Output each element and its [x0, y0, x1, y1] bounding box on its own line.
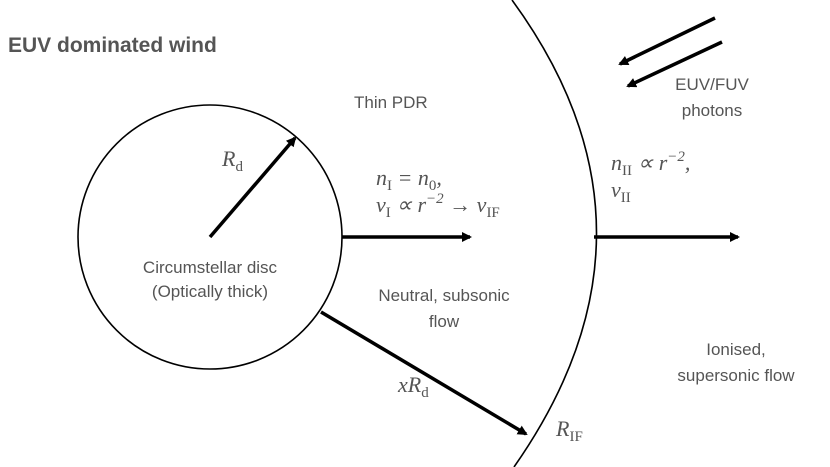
neutral-flow-label-line1: Neutral, subsonic — [378, 286, 510, 305]
diagram-title: EUV dominated wind — [8, 34, 217, 57]
photon-arrow-upper — [618, 16, 716, 66]
ionised-velocity-label: vII — [611, 177, 631, 206]
neutral-flow-label-line2: flow — [429, 312, 460, 331]
photons-label-line1: EUV/FUV — [675, 75, 749, 94]
disc-radius-label: Rd — [221, 146, 243, 175]
ionised-density-relation: nII ∝ r−2, — [611, 149, 690, 179]
ionisation-front-arc — [511, 0, 598, 467]
ionisation-front-radius-label: RIF — [555, 416, 583, 445]
front-radius-arrow — [320, 310, 528, 436]
neutral-density-relation: nI = n0, — [376, 165, 442, 194]
disc-label-line1: Circumstellar disc — [143, 258, 278, 277]
disc-label-line2: (Optically thick) — [152, 282, 268, 301]
front-radius-factor-label: xRd — [397, 372, 429, 401]
ionised-flow-label-line2: supersonic flow — [677, 366, 795, 385]
disc-radius-arrow — [208, 136, 297, 239]
ionised-flow-label-line1: Ionised, — [706, 340, 766, 359]
thin-pdr-label: Thin PDR — [354, 93, 428, 112]
photon-arrow-lower — [626, 40, 723, 88]
neutral-velocity-relation: vI ∝ r−2 → vIF — [376, 191, 500, 221]
photons-label-line2: photons — [682, 101, 743, 120]
